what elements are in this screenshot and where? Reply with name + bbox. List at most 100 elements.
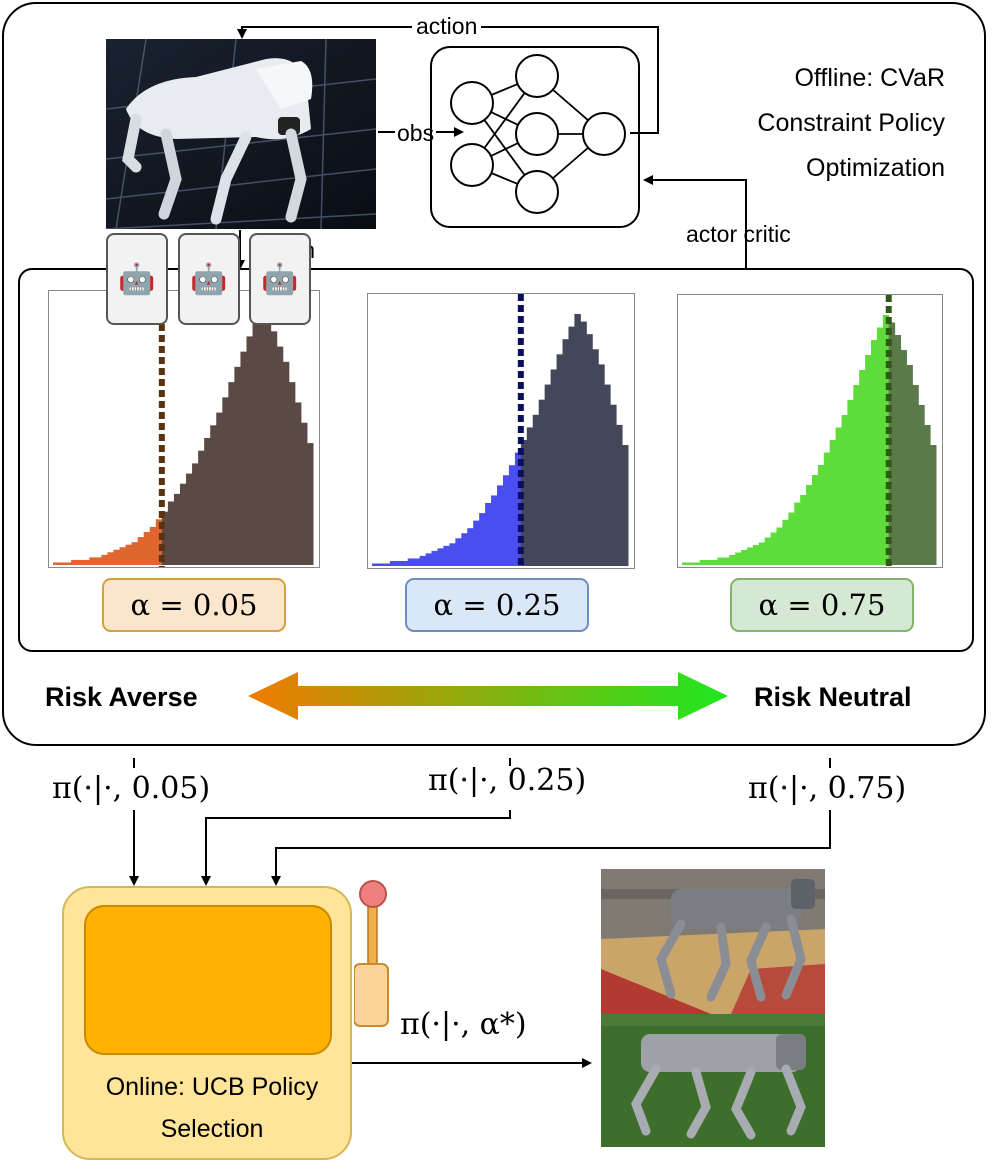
- histogram-bar: [300, 422, 308, 565]
- histogram-bar: [497, 485, 504, 566]
- histogram-bar: [520, 440, 528, 566]
- histogram-bar: [383, 563, 391, 566]
- histogram-bar: [372, 563, 379, 566]
- histogram-bar: [407, 558, 415, 566]
- histogram-bar: [776, 527, 783, 565]
- histogram-bar: [246, 336, 254, 565]
- selected-policy-label: π(·|·, α*): [400, 1007, 527, 1042]
- histogram-bar: [764, 537, 772, 565]
- action-label: action: [412, 15, 482, 38]
- histogram-bar: [682, 562, 689, 565]
- histogram-bar: [532, 414, 540, 566]
- action-arrow: [237, 26, 659, 134]
- reel-robot-icon-1: 🤖: [106, 233, 168, 325]
- histogram-bar: [758, 542, 766, 565]
- histogram-bar: [467, 528, 474, 566]
- histogram-bar: [888, 322, 896, 565]
- histogram-bar: [216, 412, 223, 565]
- histogram-bar: [210, 425, 217, 565]
- histogram-bar: [222, 397, 229, 565]
- histogram-bar: [556, 354, 564, 566]
- histogram-bar: [538, 399, 546, 566]
- alpha-label-005: α = 0.05: [102, 578, 286, 632]
- histogram-bar: [859, 370, 866, 565]
- offline-title-line3: Optimization: [806, 154, 945, 182]
- offline-panel: [2, 2, 986, 746]
- histogram-bar: [143, 531, 151, 565]
- histogram-bar: [198, 450, 205, 565]
- online-title-line2: Selection: [160, 1115, 264, 1143]
- histogram-bar: [491, 495, 498, 566]
- histogram-bar: [900, 350, 907, 565]
- histogram-bar: [598, 364, 605, 566]
- histogram-bar: [811, 475, 819, 565]
- histogram-bar: [847, 400, 854, 565]
- histogram-bar: [794, 502, 801, 565]
- histogram-bar: [610, 404, 617, 566]
- histogram-bar: [508, 465, 516, 566]
- alpha-label-075: α = 0.75: [730, 578, 914, 632]
- histogram-bar: [77, 559, 84, 565]
- histogram-bar: [59, 562, 66, 565]
- histogram-bar: [741, 550, 748, 565]
- histogram-bar: [894, 335, 902, 565]
- histogram-bar: [871, 340, 878, 565]
- histogram-bar: [580, 321, 587, 566]
- policy-label-005: π(·|·, 0.05): [52, 771, 211, 806]
- histogram-bar: [865, 355, 872, 565]
- histogram-bar: [95, 557, 102, 565]
- robot-sim-image: [106, 39, 376, 229]
- histogram-bar: [622, 445, 629, 566]
- real-robot-photo: [601, 869, 825, 1147]
- risk-neutral-label: Risk Neutral: [754, 682, 912, 712]
- histogram-bar: [485, 503, 492, 566]
- histogram-bar: [71, 559, 78, 565]
- histogram-bar: [717, 557, 724, 565]
- histogram-bar: [479, 513, 486, 566]
- histogram-bar: [455, 538, 462, 566]
- histogram-bar: [592, 349, 599, 566]
- histogram-bar: [443, 545, 450, 566]
- neural-network-box: [430, 46, 640, 228]
- histogram-bar: [473, 520, 480, 566]
- histogram-bar: [65, 562, 72, 565]
- histogram-alpha-025: [367, 293, 635, 569]
- histogram-bar: [167, 501, 175, 565]
- histogram-bar: [161, 511, 169, 565]
- histogram-bar: [270, 331, 278, 565]
- histogram-bar: [853, 385, 860, 565]
- histogram-bar: [770, 532, 778, 565]
- policy-label-075: π(·|·, 0.75): [748, 771, 907, 806]
- histogram-bar: [526, 427, 534, 566]
- histogram-bar: [204, 438, 211, 565]
- histogram-bar: [89, 557, 96, 565]
- actor-critic-label: actor critic: [686, 221, 791, 247]
- histogram-bar: [687, 562, 695, 565]
- histogram-bar: [377, 563, 385, 566]
- histogram-bar: [924, 425, 931, 565]
- histogram-bar: [906, 365, 913, 565]
- histogram-bar: [817, 465, 825, 565]
- histogram-bar: [234, 366, 241, 565]
- histogram-bar: [918, 405, 925, 565]
- histogram-bar: [705, 560, 713, 565]
- histogram-bar: [616, 424, 623, 566]
- policy-075-arrow: [271, 810, 831, 886]
- offline-title: Offline: CVaR Constraint Policy Optimiza…: [700, 56, 945, 191]
- histogram-bar: [149, 526, 157, 565]
- histogram-alpha-005: [48, 290, 320, 568]
- histogram-bar: [228, 382, 235, 565]
- histogram-bar: [930, 445, 937, 565]
- robot-dog-icon: [122, 58, 313, 225]
- robot-dog-bottom-photo-icon: [631, 1034, 806, 1140]
- histogram-bar: [729, 555, 736, 565]
- histogram-bar: [131, 542, 139, 565]
- histogram-bar: [449, 543, 456, 566]
- histogram-bar: [502, 475, 510, 566]
- histogram-bar: [107, 552, 114, 565]
- histogram-bar: [179, 483, 187, 565]
- policy-label-025: π(·|·, 0.25): [428, 763, 587, 798]
- histogram-bar: [282, 361, 290, 565]
- policy-025-arrow: [201, 810, 511, 886]
- histogram-bar: [186, 473, 193, 565]
